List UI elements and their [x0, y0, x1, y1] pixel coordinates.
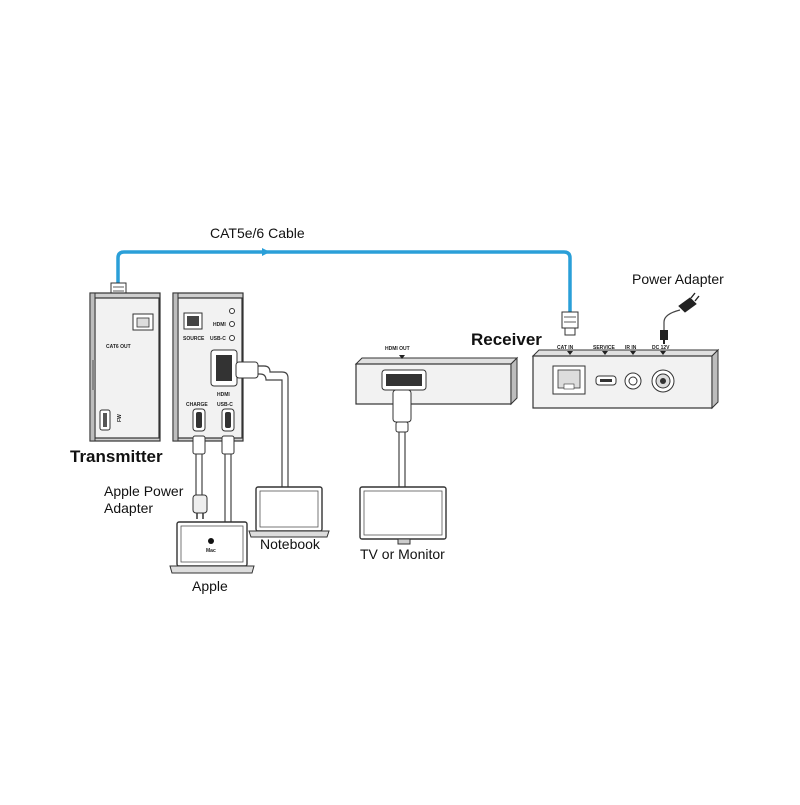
cable-direction-arrow [262, 248, 270, 256]
service-label: SERVICE [593, 345, 616, 351]
apple-power-adapter-label-2: Adapter [104, 500, 153, 516]
receiver-hdmi-unit: HDMI OUT [354, 346, 519, 406]
cat6-out-label: CAT6 OUT [106, 344, 131, 350]
apple-screen-text: Mac [206, 548, 216, 554]
hdmi-cable-notebook [235, 361, 289, 487]
receiver-unit: CAT IN SERVICE IR IN DC 12V [531, 345, 720, 410]
charge-label: CHARGE [186, 402, 208, 408]
source-label: SOURCE [183, 336, 205, 342]
apple-power-adapter-icon [192, 494, 208, 519]
transmitter-label: Transmitter [70, 447, 163, 466]
apple-label: Apple [192, 578, 228, 594]
usbc-led-label: USB-C [210, 336, 226, 342]
usbc-cable-apple [221, 435, 235, 522]
usbc-cable-charge [192, 435, 206, 495]
tv-monitor-label: TV or Monitor [360, 546, 445, 562]
notebook-label: Notebook [260, 536, 321, 552]
apple-power-adapter-label-1: Apple Power [104, 483, 184, 499]
hdmi-port-label: HDMI [217, 392, 230, 398]
ir-in-label: IR IN [625, 345, 637, 351]
cat-in-label: CAT IN [557, 345, 574, 351]
rj45-plug-receiver [561, 311, 579, 336]
hdmi-led-label: HDMI [213, 322, 226, 328]
cat-cable [116, 250, 572, 312]
power-adapter-icon [660, 292, 700, 344]
usbc-port-label: USB-C [217, 402, 233, 408]
dc-label: DC 12V [652, 345, 670, 351]
receiver-label: Receiver [471, 330, 542, 349]
power-adapter-label: Power Adapter [632, 271, 724, 287]
apple-laptop-icon: Mac [169, 521, 255, 574]
hdmi-out-label: HDMI OUT [385, 346, 410, 352]
tv-monitor-icon [359, 486, 447, 545]
notebook-icon [248, 486, 330, 538]
cable-label: CAT5e/6 Cable [210, 225, 305, 241]
transmitter-back-unit: CAT6 OUT FW [89, 292, 161, 442]
transmitter-front-unit: HDMI SOURCE USB-C HDMI CHARGE USB-C [172, 292, 244, 442]
fw-label: FW [117, 414, 123, 422]
hdmi-cable-tv [392, 389, 412, 487]
